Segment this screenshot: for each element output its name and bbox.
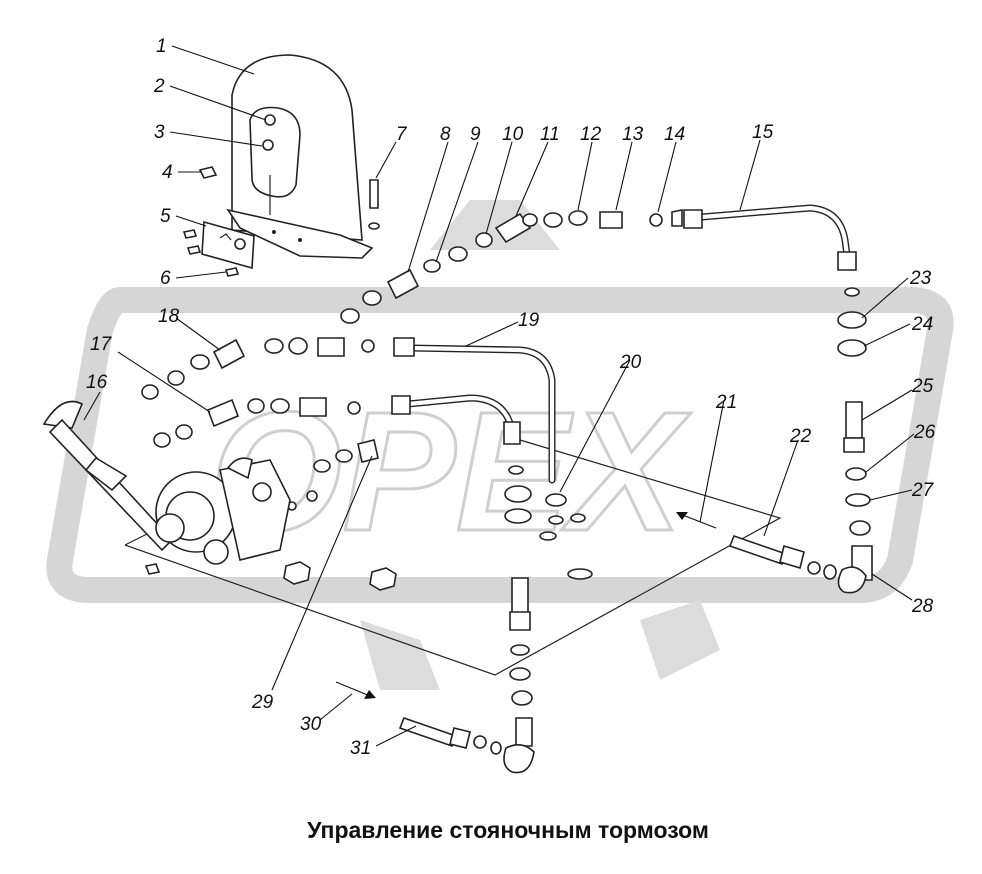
washers-middle <box>504 465 593 580</box>
callout-10: 10 <box>502 124 524 145</box>
callout-3: 3 <box>154 122 165 143</box>
base-outline <box>124 439 782 676</box>
callout-28: 28 <box>911 596 934 617</box>
tube-22 <box>728 534 837 580</box>
callout-11: 11 <box>540 124 560 145</box>
callout-20: 20 <box>619 352 642 373</box>
callout-8: 8 <box>440 124 451 145</box>
leader-lines <box>83 45 915 747</box>
fittings-bottom <box>398 577 535 774</box>
callout-22: 22 <box>789 426 812 447</box>
pipe-19 <box>393 337 556 484</box>
callout-23: 23 <box>909 268 932 289</box>
bracket-5 <box>201 220 255 270</box>
callout-5: 5 <box>160 206 171 227</box>
callout-4: 4 <box>162 162 173 183</box>
direction-arrows <box>335 512 717 699</box>
fittings-right-column <box>837 287 873 594</box>
callout-29: 29 <box>251 692 274 713</box>
callout-25: 25 <box>911 376 934 397</box>
callout-30: 30 <box>300 714 322 735</box>
fittings-middle-rows <box>141 337 379 511</box>
callout-1: 1 <box>156 36 167 57</box>
callout-numbers: 1 2 3 4 5 6 7 8 9 10 11 12 13 14 15 16 1… <box>86 36 936 759</box>
callout-27: 27 <box>911 480 935 501</box>
callout-9: 9 <box>470 124 481 145</box>
callout-2: 2 <box>153 76 165 97</box>
pipe-lower <box>391 394 521 445</box>
nuts <box>283 561 397 591</box>
callout-31: 31 <box>350 738 371 759</box>
cover-1 <box>226 54 374 259</box>
screws <box>144 166 380 575</box>
callout-16: 16 <box>86 372 108 393</box>
callout-6: 6 <box>160 268 171 289</box>
callout-24: 24 <box>911 314 933 335</box>
valve-16 <box>42 400 291 565</box>
callout-13: 13 <box>622 124 644 145</box>
callout-17: 17 <box>90 334 113 355</box>
callout-18: 18 <box>158 306 180 327</box>
callout-7: 7 <box>396 124 408 145</box>
callout-12: 12 <box>580 124 602 145</box>
callout-19: 19 <box>518 310 540 331</box>
callout-14: 14 <box>664 124 685 145</box>
callout-21: 21 <box>715 392 737 413</box>
callout-26: 26 <box>913 422 936 443</box>
pipe-15 <box>683 204 857 271</box>
callout-15: 15 <box>752 122 774 143</box>
fittings-upper-row <box>340 209 683 324</box>
diagram-caption: Управление стояночным тормозом <box>307 817 709 843</box>
